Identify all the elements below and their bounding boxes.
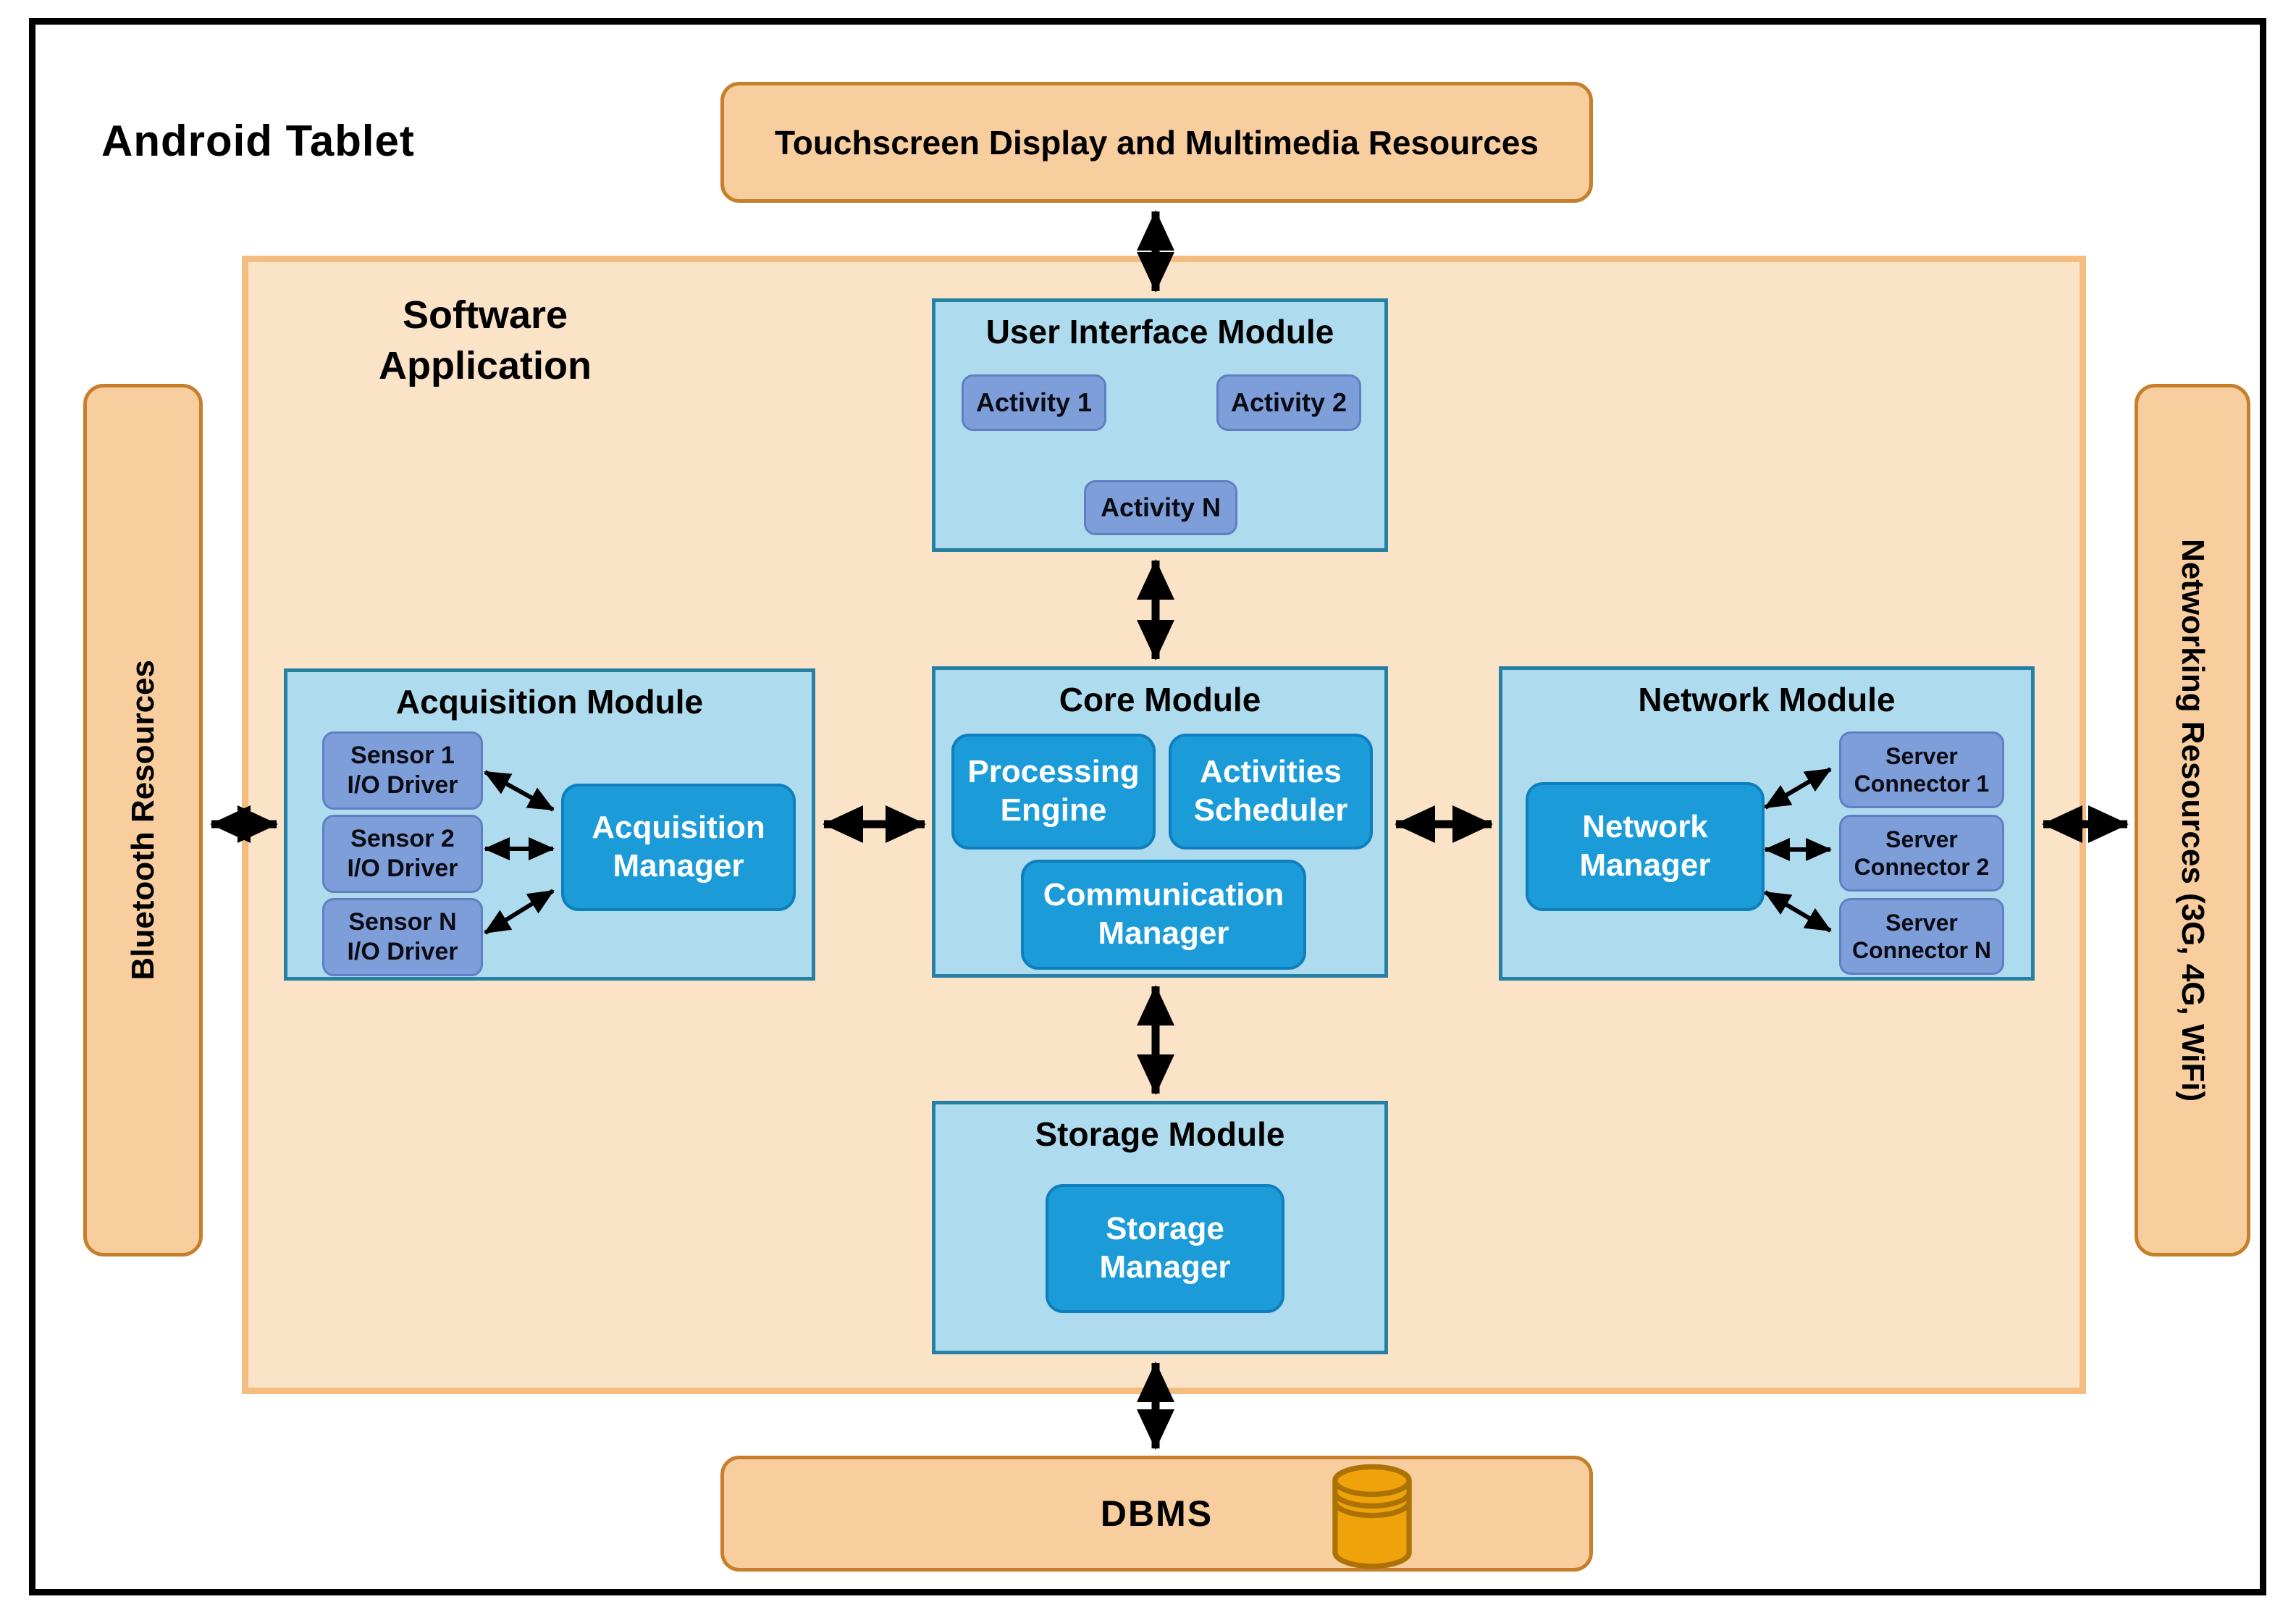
database-cylinder-icon [1332, 1464, 1412, 1569]
networking-resources-box: Networking Resources (3G, 4G, WiFi) [2135, 384, 2250, 1257]
touchscreen-resources-box: Touchscreen Display and Multimedia Resou… [720, 82, 1593, 203]
core-module-title: Core Module [1059, 681, 1261, 718]
user-interface-module-title: User Interface Module [985, 313, 1334, 351]
activity-n-box: Activity N [1084, 480, 1237, 535]
activity-1-box: Activity 1 [962, 374, 1106, 431]
acquisition-module: Acquisition Module Sensor 1 I/O Driver S… [284, 668, 815, 981]
core-module: Core Module Processing Engine Activities… [932, 666, 1388, 978]
storage-module-title: Storage Module [1035, 1115, 1285, 1153]
dbms-box: DBMS [720, 1456, 1593, 1572]
network-module-title: Network Module [1638, 681, 1896, 718]
bluetooth-resources-label: Bluetooth Resources [125, 660, 161, 981]
acquisition-module-title: Acquisition Module [395, 683, 704, 721]
dbms-label: DBMS [1100, 1493, 1214, 1534]
sensor-n-io-driver-box: Sensor N I/O Driver [322, 898, 483, 976]
network-module: Network Module Network Manager Server Co… [1499, 666, 2035, 981]
server-connector-2-box: Server Connector 2 [1839, 815, 2004, 892]
storage-module: Storage Module Storage Manager [932, 1101, 1388, 1354]
server-connector-n-box: Server Connector N [1839, 898, 2004, 975]
networking-resources-label: Networking Resources (3G, 4G, WiFi) [2175, 538, 2211, 1102]
user-interface-module: User Interface Module Activity 1 Activit… [932, 298, 1388, 552]
bluetooth-resources-box: Bluetooth Resources [83, 384, 203, 1257]
sensor-2-io-driver-box: Sensor 2 I/O Driver [322, 815, 483, 893]
server-connector-1-box: Server Connector 1 [1839, 731, 2004, 808]
device-title: Android Tablet [101, 117, 415, 165]
processing-engine-box: Processing Engine [951, 734, 1156, 850]
storage-manager-box: Storage Manager [1046, 1184, 1284, 1313]
sensor-1-io-driver-box: Sensor 1 I/O Driver [322, 731, 483, 810]
communication-manager-box: Communication Manager [1021, 860, 1306, 970]
network-manager-box: Network Manager [1526, 782, 1765, 911]
activity-2-box: Activity 2 [1216, 374, 1361, 431]
activities-scheduler-box: Activities Scheduler [1169, 734, 1373, 850]
software-application-title: Software Application [379, 293, 592, 388]
touchscreen-resources-label: Touchscreen Display and Multimedia Resou… [775, 123, 1539, 162]
acquisition-manager-box: Acquisition Manager [561, 784, 796, 911]
